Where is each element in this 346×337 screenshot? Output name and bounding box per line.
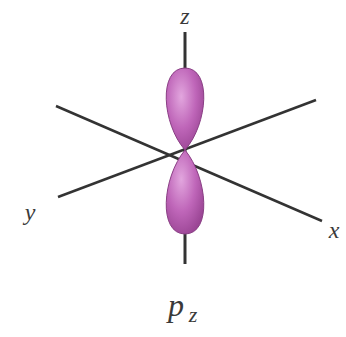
orbital-label: p — [168, 289, 184, 321]
lower-lobe — [166, 150, 204, 234]
upper-lobe — [166, 68, 204, 150]
axis-label: z — [180, 4, 189, 28]
axis-label: y — [25, 200, 36, 224]
orbital-subscript: z — [189, 304, 198, 326]
axis-label: x — [329, 218, 340, 242]
